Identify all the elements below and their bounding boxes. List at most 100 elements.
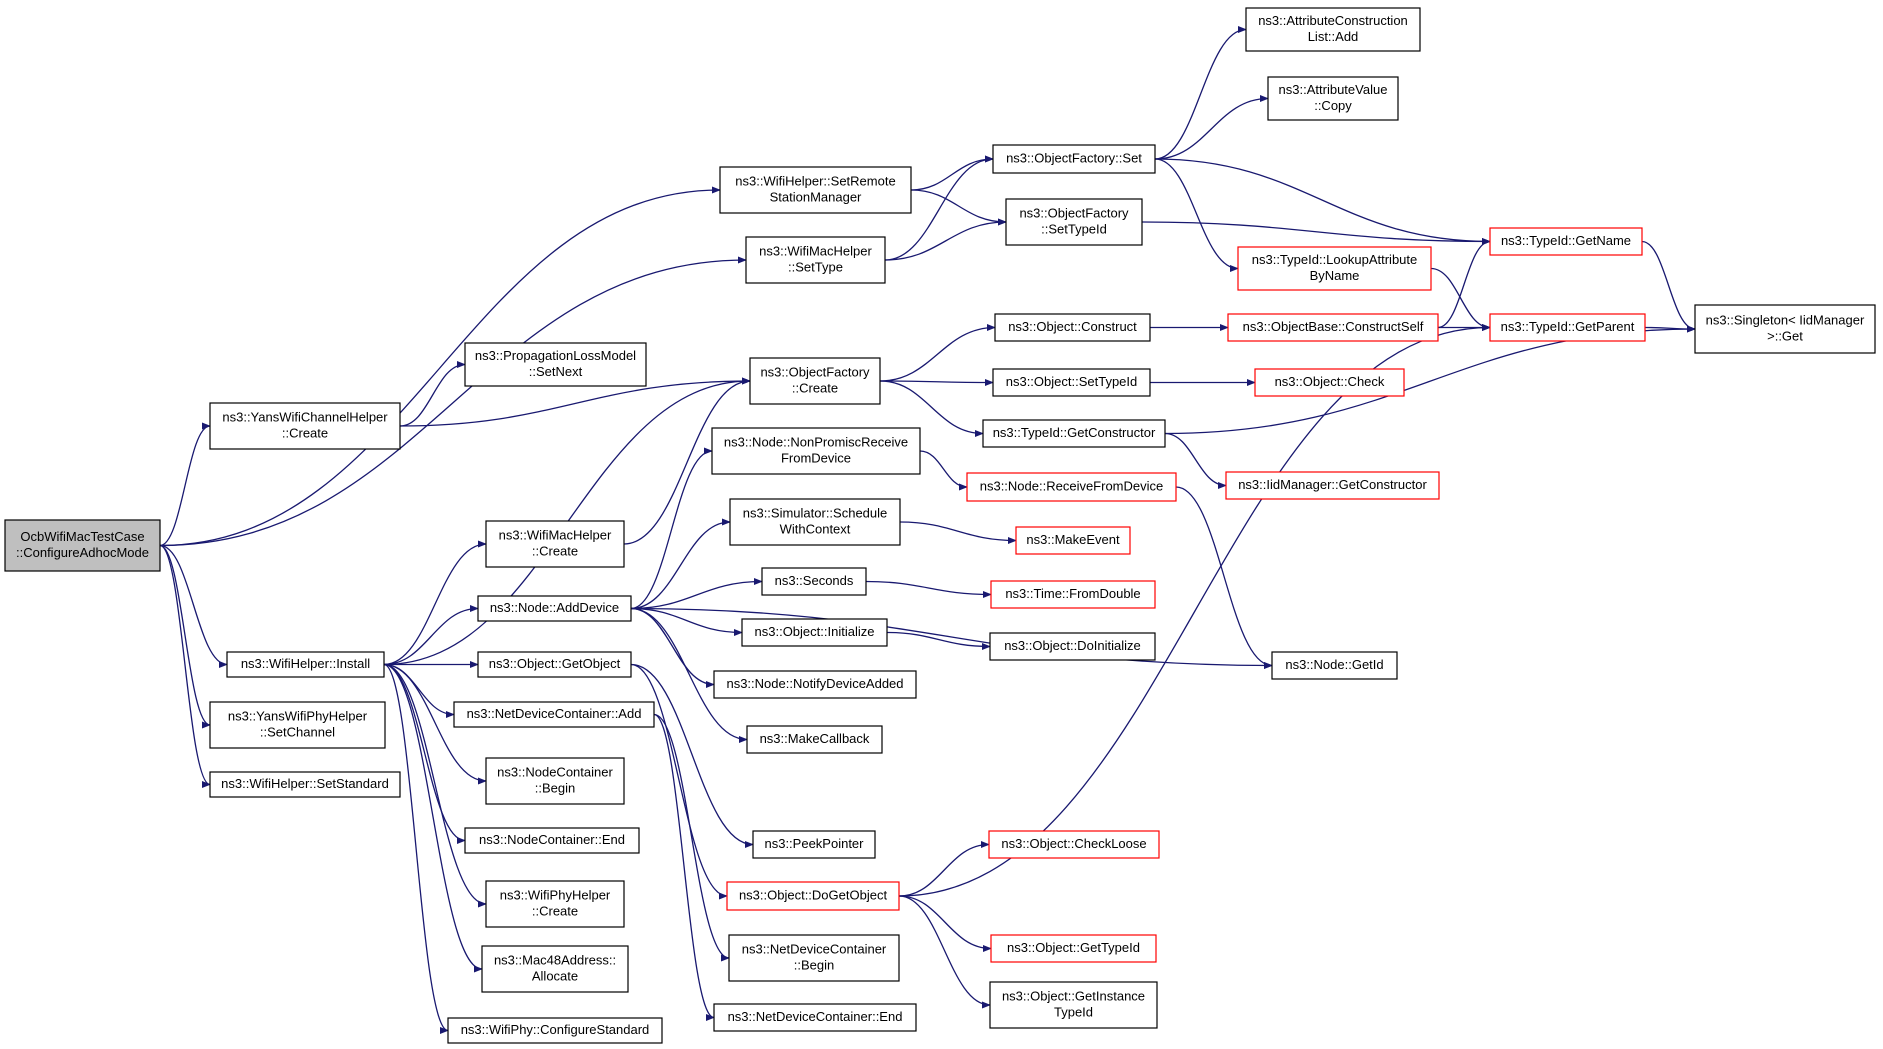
- call-edge: [865, 580, 992, 599]
- function-node[interactable]: ns3::WifiMacHelper::Create: [485, 520, 625, 568]
- node-label-line: ::ConfigureAdhocMode: [16, 545, 149, 560]
- node-label-line: ns3::WifiPhyHelper: [500, 887, 611, 902]
- function-node[interactable]: ns3::Object::CheckLoose: [988, 830, 1160, 859]
- call-edge: [898, 895, 992, 953]
- call-edge: [383, 663, 483, 973]
- function-node[interactable]: ns3::ObjectFactory::Create: [749, 357, 881, 405]
- node-label-line: ns3::AttributeConstruction: [1258, 13, 1408, 28]
- node-box: [745, 236, 886, 284]
- call-edge: [630, 607, 748, 744]
- function-node[interactable]: ns3::TypeId::GetName: [1489, 227, 1643, 256]
- call-edge: [884, 155, 994, 261]
- function-node[interactable]: ns3::ObjectFactory::Set: [992, 144, 1156, 174]
- call-edge: [630, 607, 743, 637]
- function-node[interactable]: ns3::YansWifiChannelHelper::Create: [209, 402, 401, 450]
- function-node[interactable]: ns3::YansWifiPhyHelper::SetChannel: [209, 701, 386, 749]
- function-node[interactable]: ns3::Object::Check: [1254, 368, 1405, 397]
- call-edge: [630, 607, 1273, 670]
- function-node[interactable]: ns3::WifiHelper::Install: [226, 651, 385, 678]
- function-node[interactable]: ns3::Object::GetObject: [477, 651, 632, 678]
- function-node[interactable]: ns3::Object::Construct: [994, 313, 1151, 342]
- node-label-line: ::SetTypeId: [1041, 221, 1107, 236]
- node-label-line: FromDevice: [781, 450, 851, 465]
- function-node[interactable]: ns3::Object::Initialize: [741, 618, 888, 647]
- node-box: [992, 368, 1151, 397]
- function-node[interactable]: ns3::WifiHelper::SetStandard: [209, 771, 401, 798]
- function-node[interactable]: ns3::MakeCallback: [746, 725, 883, 754]
- node-label-line: ns3::TypeId::GetParent: [1501, 319, 1635, 334]
- function-node[interactable]: ns3::NodeContainer::Begin: [485, 757, 625, 805]
- function-node[interactable]: ns3::NetDeviceContainer::Add: [453, 701, 655, 728]
- node-box: [485, 520, 625, 568]
- function-node[interactable]: ns3::Object::GetTypeId: [990, 934, 1157, 963]
- function-node[interactable]: ns3::Seconds: [761, 567, 867, 596]
- function-node[interactable]: ns3::TypeId::GetParent: [1489, 313, 1646, 342]
- node-box: [728, 934, 900, 982]
- function-node[interactable]: ns3::TypeId::GetConstructor: [982, 419, 1166, 448]
- node-label-line: ns3::YansWifiChannelHelper: [222, 409, 388, 424]
- function-node[interactable]: ns3::Object::SetTypeId: [992, 368, 1151, 397]
- node-box: [1694, 304, 1876, 354]
- function-node[interactable]: ns3::NodeContainer::End: [464, 827, 640, 854]
- node-label-line: ns3::WifiMacHelper: [499, 527, 612, 542]
- node-label-line: ::Create: [282, 425, 328, 440]
- node-box: [719, 166, 912, 214]
- node-box: [713, 670, 917, 699]
- node-label-line: ::SetChannel: [260, 724, 335, 739]
- root-function-node[interactable]: OcbWifiMacTestCase::ConfigureAdhocMode: [4, 519, 161, 572]
- node-label-line: ns3::AttributeValue: [1279, 82, 1388, 97]
- node-box: [226, 651, 385, 678]
- function-node[interactable]: ns3::PropagationLossModel::SetNext: [464, 342, 647, 387]
- node-label-line: ns3::Node::AddDevice: [490, 600, 619, 615]
- function-node[interactable]: ns3::IidManager::GetConstructor: [1225, 471, 1440, 500]
- node-label-line: ns3::ObjectBase::ConstructSelf: [1243, 319, 1424, 334]
- function-node[interactable]: ns3::ObjectFactory::SetTypeId: [1005, 198, 1143, 246]
- function-node[interactable]: ns3::NetDeviceContainer::Begin: [728, 934, 900, 982]
- function-node[interactable]: ns3::AttributeValue::Copy: [1267, 76, 1399, 121]
- node-label-line: ns3::ObjectFactory::Set: [1006, 150, 1142, 165]
- function-node[interactable]: ns3::ObjectBase::ConstructSelf: [1227, 313, 1439, 342]
- node-label-line: ::SetNext: [529, 364, 583, 379]
- call-edge: [159, 544, 228, 669]
- node-label-line: ns3::Seconds: [775, 573, 854, 588]
- node-label-line: ns3::MakeCallback: [760, 731, 870, 746]
- function-node[interactable]: ns3::NetDeviceContainer::End: [713, 1003, 917, 1032]
- function-node[interactable]: ns3::WifiMacHelper::SetType: [745, 236, 886, 284]
- function-node[interactable]: ns3::Time::FromDouble: [990, 580, 1156, 609]
- call-edge: [898, 840, 990, 897]
- function-node[interactable]: ns3::Node::ReceiveFromDevice: [966, 472, 1177, 502]
- node-box: [711, 427, 921, 475]
- node-label-line: ::Create: [532, 543, 578, 558]
- call-edge: [1164, 325, 1696, 435]
- call-edge: [630, 663, 728, 900]
- node-label-line: StationManager: [770, 189, 862, 204]
- node-box: [729, 498, 901, 546]
- node-label-line: ns3::NodeContainer: [497, 764, 613, 779]
- function-node[interactable]: ns3::Object::DoInitialize: [989, 632, 1156, 661]
- function-node[interactable]: ns3::MakeEvent: [1015, 526, 1131, 555]
- node-box: [4, 519, 161, 572]
- call-edge: [1164, 432, 1227, 490]
- function-node[interactable]: ns3::WifiPhy::ConfigureStandard: [447, 1017, 663, 1044]
- function-node[interactable]: ns3::Node::NotifyDeviceAdded: [713, 670, 917, 699]
- node-label-line: TypeId: [1054, 1004, 1093, 1019]
- function-node[interactable]: ns3::PeekPointer: [752, 830, 876, 859]
- node-label-line: ns3::Object::Check: [1275, 374, 1385, 389]
- node-label-line: ns3::Object::SetTypeId: [1006, 374, 1138, 389]
- call-edge: [919, 450, 968, 491]
- function-node[interactable]: ns3::Singleton< IidManager>::Get: [1694, 304, 1876, 354]
- node-label-line: ns3::Object::CheckLoose: [1001, 836, 1146, 851]
- function-node[interactable]: ns3::WifiPhyHelper::Create: [485, 880, 625, 928]
- function-node[interactable]: ns3::Node::AddDevice: [477, 595, 632, 622]
- function-node[interactable]: ns3::Object::DoGetObject: [726, 881, 900, 911]
- node-label-line: ns3::Node::NonPromiscReceive: [724, 434, 908, 449]
- function-node[interactable]: ns3::Node::GetId: [1271, 651, 1398, 680]
- function-node[interactable]: ns3::Mac48Address::Allocate: [481, 945, 629, 993]
- call-edge: [1430, 267, 1491, 332]
